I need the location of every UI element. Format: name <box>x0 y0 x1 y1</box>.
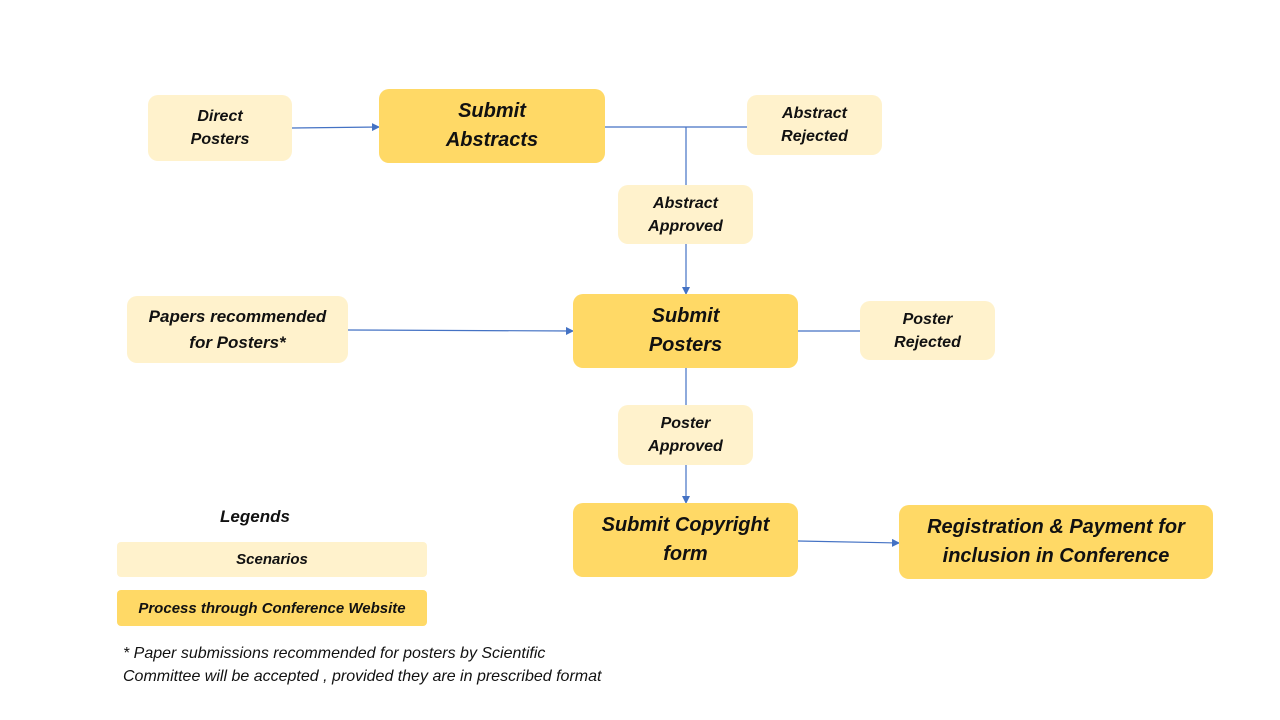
poster-rejected-node: Poster Rejected <box>860 301 995 360</box>
submit-posters-node: Submit Posters <box>573 294 798 368</box>
legend-scenarios: Scenarios <box>117 542 427 577</box>
registration-payment-node: Registration & Payment for inclusion in … <box>899 505 1213 579</box>
footnote: * Paper submissions recommended for post… <box>123 645 602 685</box>
abstract-rejected-node: Abstract Rejected <box>747 95 882 155</box>
legend-process: Process through Conference Website <box>117 590 427 626</box>
arrow-direct-to-abstracts <box>291 123 380 132</box>
direct-posters-node: Direct Posters <box>148 95 292 161</box>
submit-copyright-node: Submit Copyright form <box>573 503 798 577</box>
legend-title: Legends <box>220 507 290 526</box>
arrow-copyright-to-registration <box>797 538 900 547</box>
submit-abstracts-node: Submit Abstracts <box>379 89 605 163</box>
poster-approved-node: Poster Approved <box>618 405 753 465</box>
papers-recommended-node: Papers recommended for Posters* <box>127 296 348 363</box>
abstract-approved-node: Abstract Approved <box>618 185 753 244</box>
arrow-papers-to-posters <box>347 326 574 335</box>
